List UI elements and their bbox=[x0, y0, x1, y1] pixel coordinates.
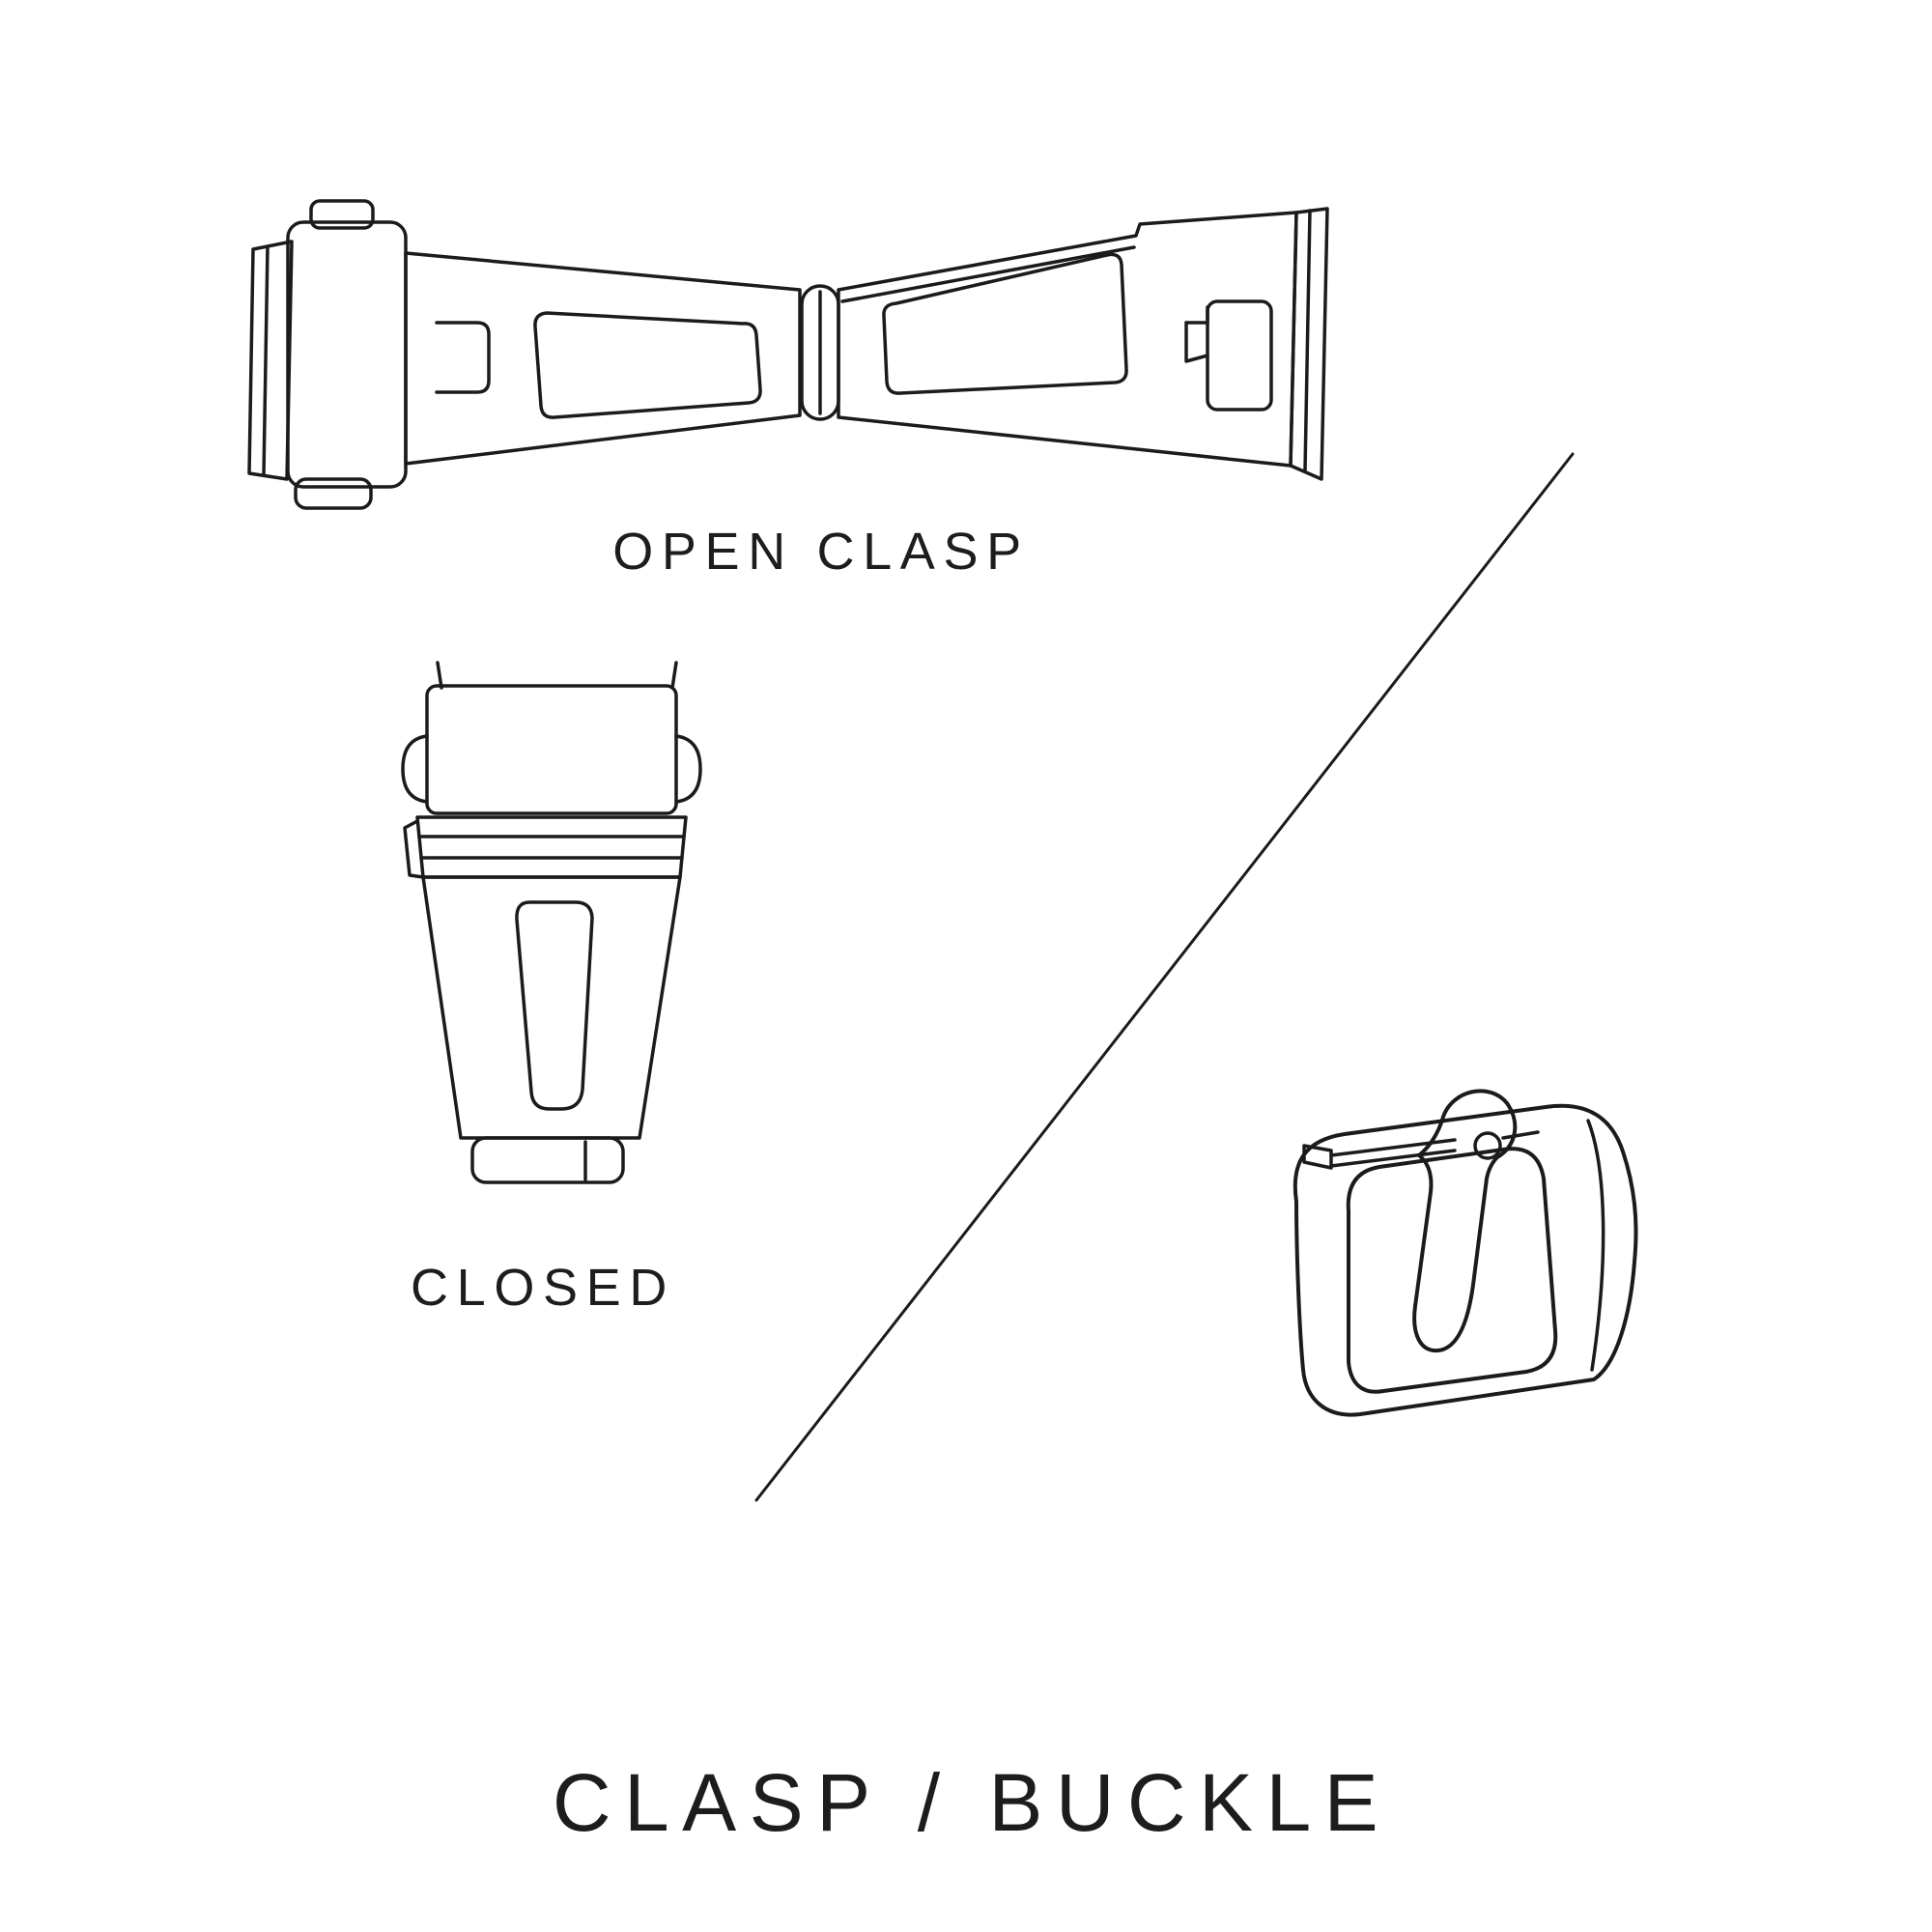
clasp-left-end-foot bbox=[294, 477, 373, 510]
clasp-right-keeper-notch-top bbox=[1184, 305, 1209, 325]
buckle-spring-bar-pin bbox=[1302, 1144, 1333, 1170]
diagonal-divider-line bbox=[754, 452, 1575, 1502]
closed-clasp-ear-left bbox=[401, 734, 429, 804]
buckle-spring-bar-bottom bbox=[1329, 1149, 1457, 1168]
clasp-right-keeper-notch-bottom bbox=[1184, 321, 1209, 363]
clasp-left-arm-hook bbox=[435, 321, 491, 394]
buckle-frame-inner bbox=[1346, 1147, 1558, 1394]
divider bbox=[754, 452, 1575, 1502]
closed-clasp-foot bbox=[470, 1136, 625, 1184]
clasp-left-arm bbox=[404, 251, 802, 466]
closed-clasp-body bbox=[421, 875, 682, 1140]
closed-clasp-caption: CLOSED bbox=[411, 1259, 675, 1317]
clasp-left-arm-window bbox=[533, 311, 762, 419]
closed-clasp-top-cover bbox=[425, 684, 678, 815]
clasp-right-end-cap-line bbox=[1303, 209, 1312, 472]
open-clasp-caption: OPEN CLASP bbox=[612, 523, 1030, 581]
closed-clasp-hinge-band bbox=[415, 815, 688, 879]
clasp-left-link-strip-line bbox=[262, 244, 270, 477]
buckle-spring-bar-top bbox=[1329, 1138, 1457, 1157]
page-title: CLASP / BUCKLE bbox=[552, 1757, 1392, 1848]
clasp-right-arm-window bbox=[882, 252, 1128, 395]
clasp-right-keeper bbox=[1206, 299, 1273, 412]
buckle-frame-roll-line bbox=[1586, 1119, 1605, 1372]
pin-buckle-illustration bbox=[1293, 1089, 1638, 1417]
buckle-tongue bbox=[1412, 1089, 1518, 1353]
closed-clasp-prong-left bbox=[436, 661, 443, 690]
closed-clasp-prong-right bbox=[670, 661, 678, 690]
closed-clasp-illustration bbox=[401, 661, 702, 1184]
clasp-left-link-strip bbox=[247, 240, 294, 481]
open-clasp-illustration bbox=[247, 199, 1329, 510]
clasp-right-arm-fold-line bbox=[840, 245, 1136, 303]
clasp-left-end-tab bbox=[309, 199, 375, 230]
closed-clasp-body-slot bbox=[515, 900, 594, 1111]
closed-clasp-ear-right bbox=[674, 734, 702, 804]
clasp-right-end-cap bbox=[1289, 207, 1329, 481]
clasp-right-arm bbox=[837, 211, 1298, 468]
clasp-left-end-block bbox=[286, 220, 408, 489]
buckle-spring-bar-stub bbox=[1501, 1130, 1540, 1140]
closed-clasp-hinge-tab bbox=[403, 819, 425, 879]
buckle-tongue-loop bbox=[1473, 1131, 1502, 1160]
